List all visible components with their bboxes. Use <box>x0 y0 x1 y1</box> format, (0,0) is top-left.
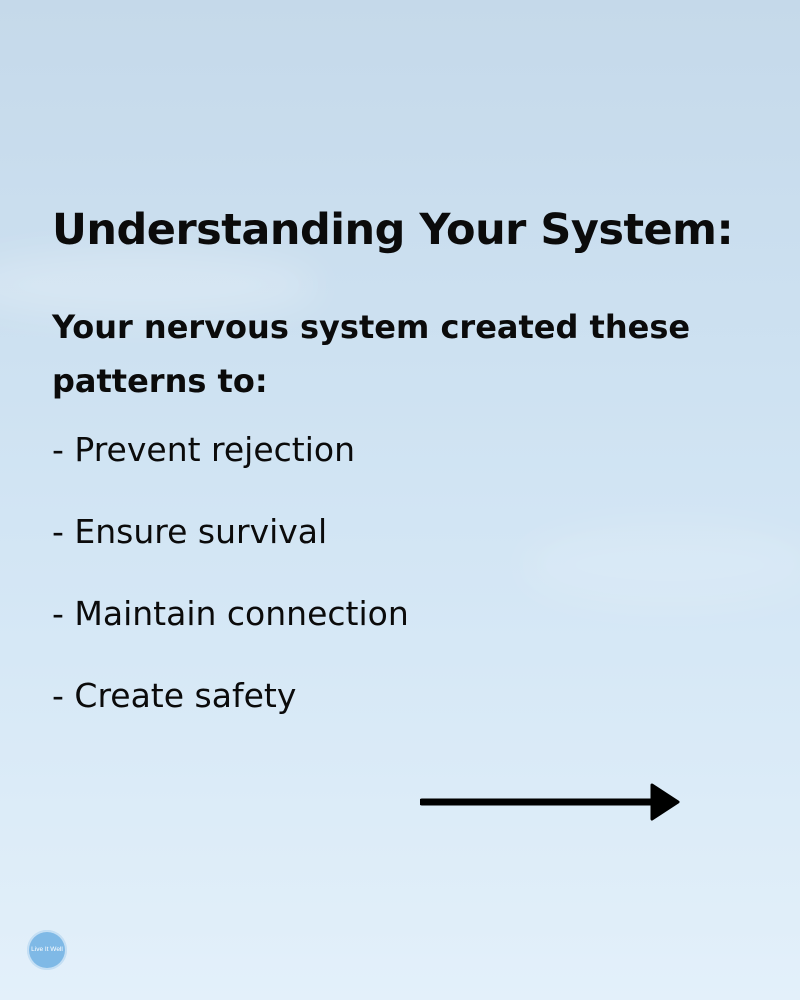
cloud-haze <box>520 520 800 610</box>
cloud-haze <box>0 250 320 320</box>
pattern-list: - Prevent rejection - Ensure survival - … <box>52 430 752 716</box>
slide-intro: Your nervous system created these patter… <box>52 308 691 400</box>
list-item: - Ensure survival <box>52 512 328 551</box>
list-item: - Create safety <box>52 676 297 715</box>
list-item: - Prevent rejection <box>52 430 356 469</box>
brand-logo-text: Live It Well <box>31 945 63 953</box>
brand-logo: Live It Well <box>27 930 67 970</box>
slide-content: Understanding Your System: Your nervous … <box>52 200 752 758</box>
slide-heading: Understanding Your System: <box>52 205 734 255</box>
arrow-right-icon[interactable] <box>420 782 682 822</box>
list-item: - Maintain connection <box>52 594 409 633</box>
